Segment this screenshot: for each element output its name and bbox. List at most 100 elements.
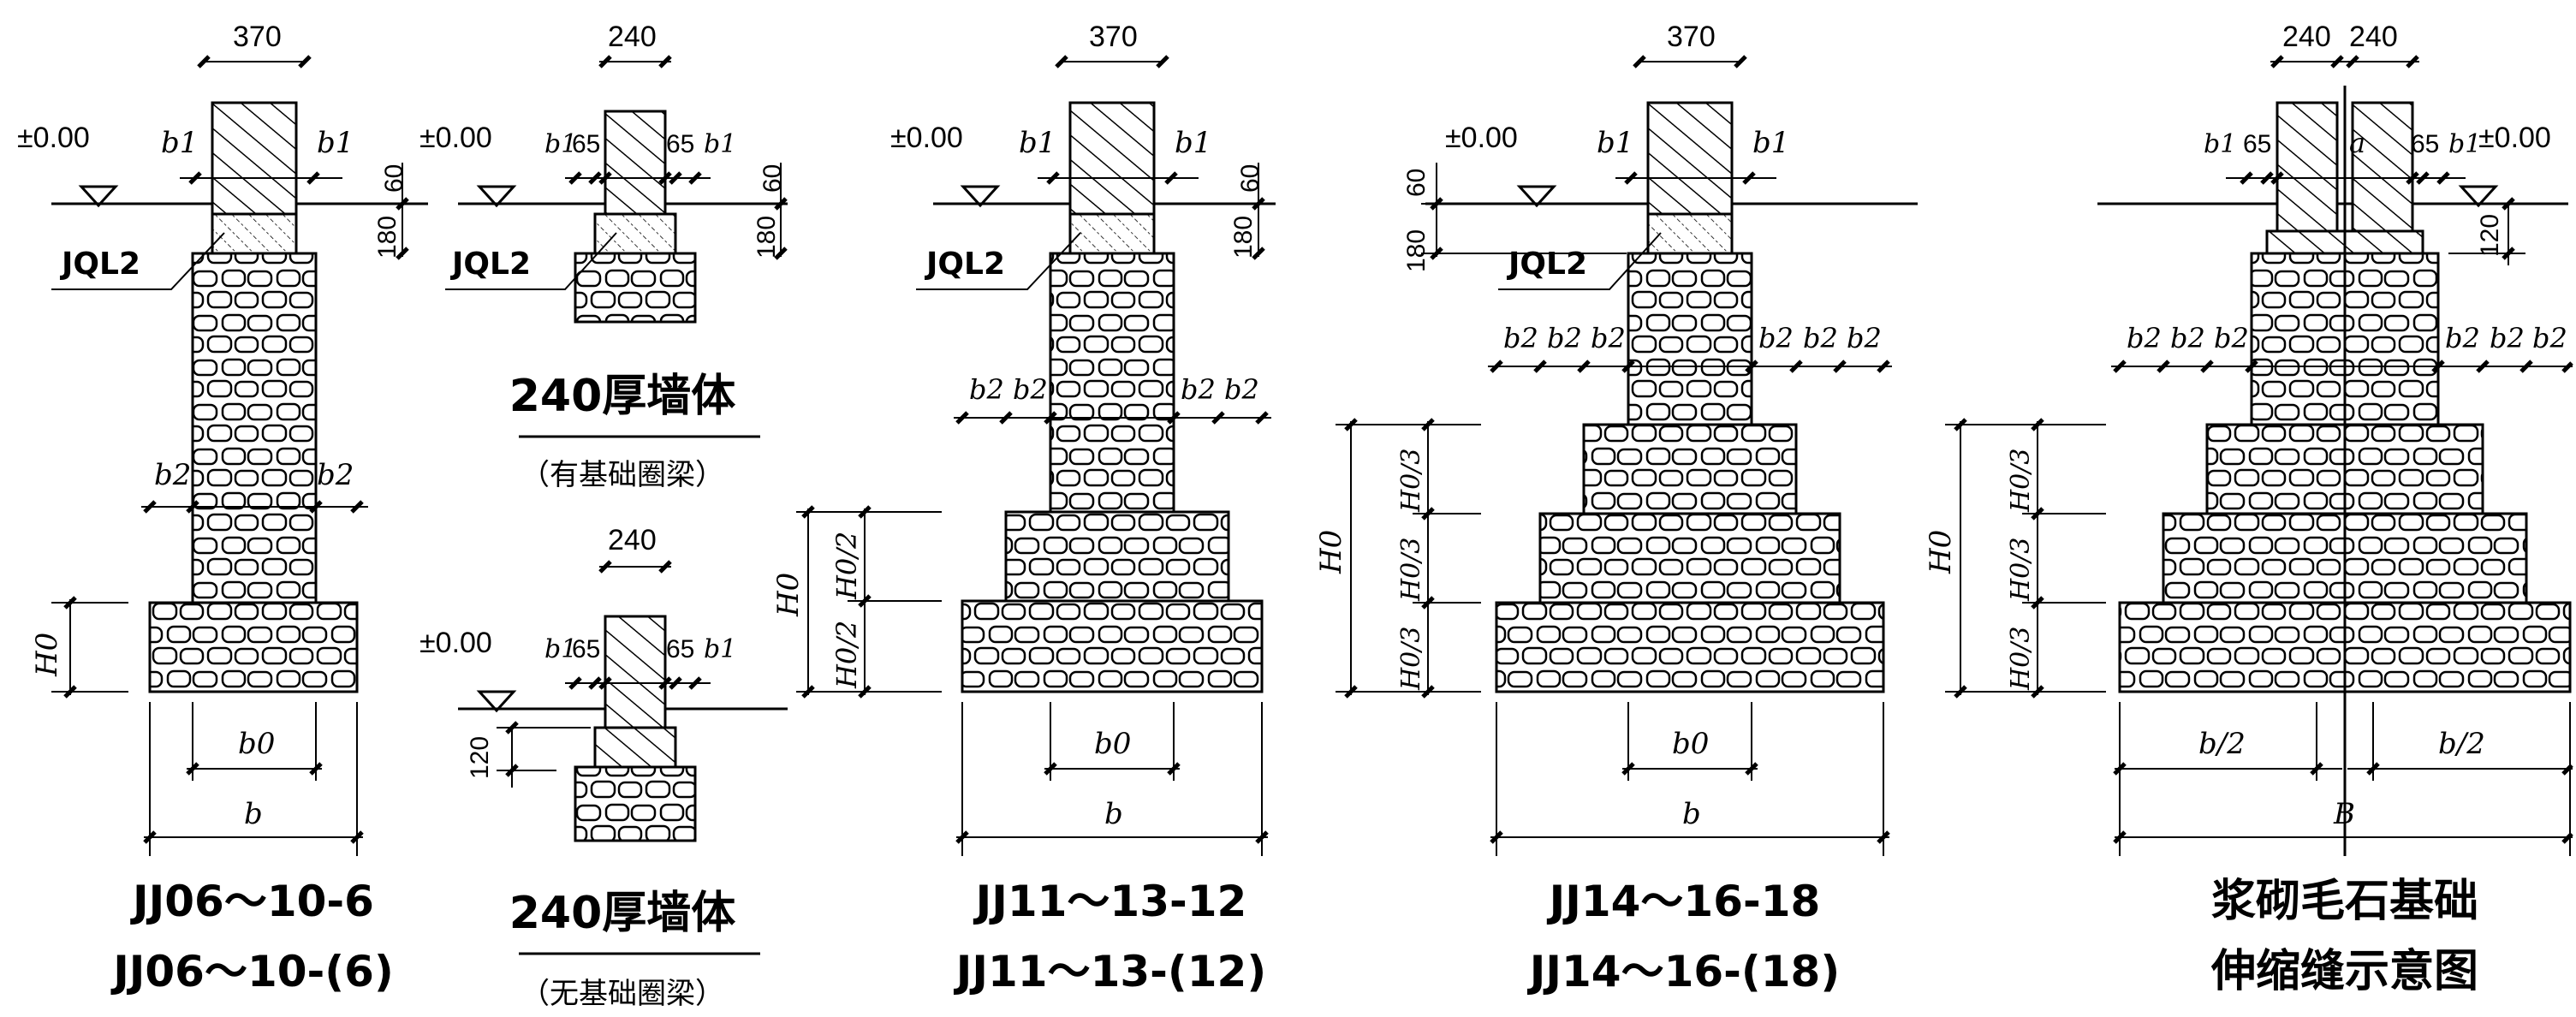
dim-180: 180 xyxy=(1229,216,1258,259)
level-label-bottom: ±0.00 xyxy=(419,627,492,659)
stone-top xyxy=(574,252,697,324)
dim-65: 65 xyxy=(2243,130,2271,158)
dim-b: b xyxy=(244,797,263,831)
dim-180: 180 xyxy=(373,216,402,259)
dim-b1: b1 xyxy=(2204,129,2236,159)
dim-65: 65 xyxy=(572,130,600,158)
dim-b1: b1 xyxy=(2448,129,2481,159)
stone-step-1 xyxy=(1582,423,1798,515)
jql2-leader xyxy=(445,232,617,290)
dim-b2: b2 xyxy=(2445,322,2480,354)
dim-370: 370 xyxy=(233,21,282,53)
level-marker-icon xyxy=(1516,185,1557,208)
dim-180: 180 xyxy=(753,216,781,259)
dim-h0-third: H0/3 xyxy=(2006,627,2036,691)
wall-section-bottom xyxy=(604,615,667,729)
dim-b2: b2 xyxy=(1847,322,1882,354)
caption-jj14-2: JJ14～16-(18) xyxy=(1527,947,1840,996)
dim-b2: b2 xyxy=(2127,322,2162,354)
wall-section xyxy=(1068,101,1156,216)
dim-60: 60 xyxy=(759,164,787,193)
dim-b2: b2 xyxy=(2532,322,2567,354)
dim-60: 60 xyxy=(1236,164,1264,193)
diagram-240-wall: ±0.00 240 b1 65 65 b1 60 180 JQL2 240厚墙体… xyxy=(419,21,788,1011)
caption-240-without-beam: 240厚墙体 xyxy=(509,888,736,939)
level-marker-icon xyxy=(960,185,1001,208)
dim-b-half-right: b/2 xyxy=(2438,727,2485,761)
ring-beam-top xyxy=(593,212,677,255)
dim-120: 120 xyxy=(2476,214,2504,257)
subcaption-with-beam: （有基础圈梁） xyxy=(521,458,724,492)
stone-step-upper xyxy=(1004,510,1230,603)
level-label: ±0.00 xyxy=(2478,122,2551,154)
dim-b2: b2 xyxy=(1181,373,1216,406)
dim-b0: b0 xyxy=(1672,727,1709,761)
stone-stem xyxy=(1049,252,1175,514)
jql2-leader xyxy=(916,232,1081,290)
caption-expansion-2: 伸缩缝示意图 xyxy=(2210,946,2478,997)
dim-b0: b0 xyxy=(238,727,275,761)
dim-b2: b2 xyxy=(1224,373,1259,406)
dim-b1: b1 xyxy=(704,129,736,159)
level-marker-icon xyxy=(476,185,517,208)
stone-bottom xyxy=(574,765,697,842)
ring-beam-jql2 xyxy=(1068,212,1156,255)
level-marker-icon xyxy=(476,690,517,713)
dim-b1: b1 xyxy=(704,634,736,664)
dim-h0: H0 xyxy=(1314,530,1348,574)
jql2-label: JQL2 xyxy=(924,247,1005,282)
stone-step-lower xyxy=(961,599,1264,693)
dim-b2: b2 xyxy=(2214,322,2249,354)
dim-b2: b2 xyxy=(1547,322,1582,354)
dim-b: b xyxy=(1104,797,1123,831)
dim-b1-right: b1 xyxy=(1175,126,1211,160)
stone-base xyxy=(148,601,359,693)
dim-65: 65 xyxy=(572,635,600,663)
dim-b2: b2 xyxy=(1013,373,1048,406)
stone-stem xyxy=(1627,252,1753,426)
dim-h0-half: H0/2 xyxy=(830,532,863,600)
dim-370: 370 xyxy=(1089,21,1138,53)
wall-section-top xyxy=(604,110,667,216)
level-label: ±0.00 xyxy=(890,122,963,154)
dim-b: b xyxy=(1682,797,1701,831)
dim-b1: b1 xyxy=(544,129,577,159)
dim-B: B xyxy=(2333,797,2355,831)
level-label: ±0.00 xyxy=(1445,122,1518,154)
diagram-jj14: ±0.00 370 b1 b1 60 180 JQL2 b2 xyxy=(1314,21,1918,996)
dim-65: 65 xyxy=(666,130,694,158)
caption-jj11-2: JJ11～13-(12) xyxy=(954,947,1266,996)
stone-step-2 xyxy=(1538,512,1841,604)
subcaption-without-beam: （无基础圈梁） xyxy=(521,977,724,1011)
dim-h0-third: H0/3 xyxy=(2006,538,2036,602)
jql2-leader xyxy=(51,232,225,290)
dim-h0: H0 xyxy=(771,573,806,617)
dim-b2-right: b2 xyxy=(317,458,354,492)
caption-jj06-1: JJ06～10-6 xyxy=(130,877,374,926)
level-marker-icon xyxy=(2458,185,2499,208)
dim-b2: b2 xyxy=(1758,322,1794,354)
level-label: ±0.00 xyxy=(17,122,90,154)
dim-60: 60 xyxy=(380,164,408,193)
dim-b2: b2 xyxy=(2490,322,2525,354)
jql2-label: JQL2 xyxy=(59,247,140,282)
dim-b2: b2 xyxy=(2170,322,2205,354)
ring-beam-jql2 xyxy=(1646,212,1734,255)
wall-section xyxy=(211,101,298,216)
dim-b1: b1 xyxy=(544,634,577,664)
diagram-expansion-joint: ±0.00 240 240 b1 65 a 65 b1 xyxy=(1924,21,2573,997)
dim-b1-right: b1 xyxy=(317,126,354,160)
dim-h0: H0 xyxy=(1924,530,1958,574)
dim-60: 60 xyxy=(1402,169,1431,197)
dim-b1-left: b1 xyxy=(161,126,198,160)
dim-b2-left: b2 xyxy=(154,458,191,492)
dim-b-half-left: b/2 xyxy=(2198,727,2246,761)
caption-jj11-1: JJ11～13-12 xyxy=(973,877,1247,926)
stone-step-3 xyxy=(1495,601,1885,693)
dim-b1-right: b1 xyxy=(1752,126,1789,160)
dim-240-top: 240 xyxy=(608,21,657,53)
wall-foot-bottom xyxy=(593,726,677,769)
jql2-label: JQL2 xyxy=(1506,247,1587,282)
dim-240-left: 240 xyxy=(2282,21,2331,53)
caption-expansion-1: 浆砌毛石基础 xyxy=(2211,876,2478,927)
